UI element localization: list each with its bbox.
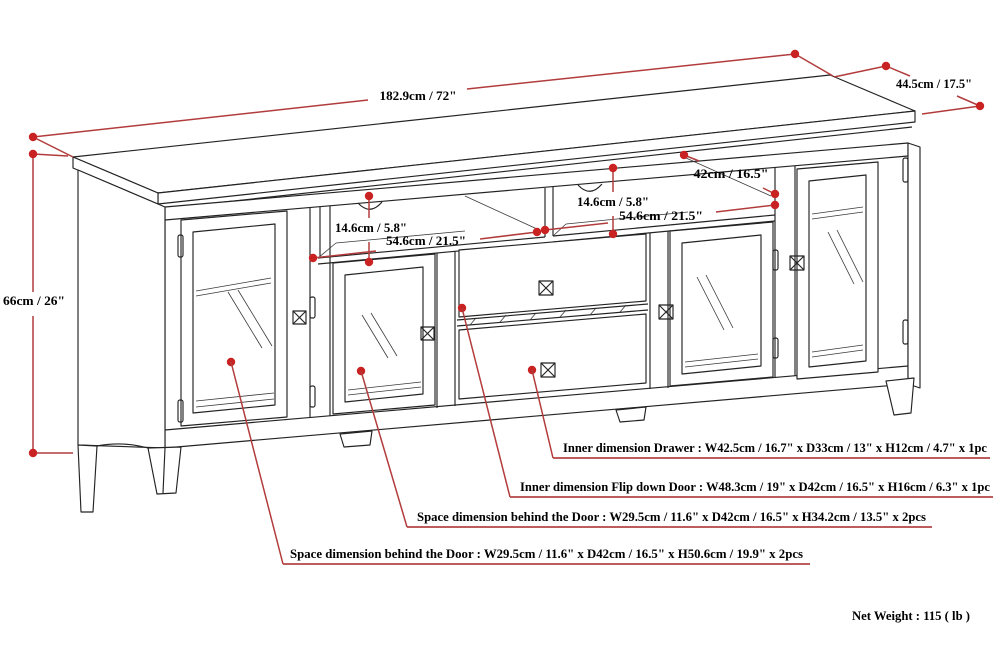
cable-cutout-left — [357, 201, 383, 210]
hinge-icon — [902, 157, 909, 183]
hinge-icon — [177, 399, 184, 423]
drawer-front — [458, 313, 647, 400]
knob-icon — [292, 310, 307, 325]
hinge-icon — [772, 249, 779, 271]
hinge-icon — [309, 385, 316, 408]
dimension-height — [28, 149, 73, 458]
labels: 182.9cm / 72" 44.5cm / 17.5" 66cm / 26" … — [3, 76, 990, 623]
hinge-icon — [309, 296, 316, 319]
knob-icon — [420, 326, 435, 341]
dimension-lines — [28, 49, 993, 565]
hinge-icon — [177, 234, 184, 258]
net-weight-label: Net Weight : 115 ( lb ) — [852, 608, 970, 623]
leader-lines — [226, 303, 993, 565]
label-shelf-height-right: 14.6cm / 5.8" — [577, 194, 649, 209]
top-slab — [72, 74, 916, 210]
cable-cutout-right — [577, 183, 603, 192]
hinge-icon — [772, 337, 779, 359]
knob-icon — [789, 255, 805, 271]
drawer-rail — [456, 303, 649, 327]
note-space-behind-inner-door: Space dimension behind the Door : W29.5c… — [417, 509, 926, 524]
note-space-behind-outer-door: Space dimension behind the Door : W29.5c… — [290, 546, 803, 561]
label-shelf-depth: 42cm / 16.5" — [694, 166, 769, 181]
cabinet-line-art — [72, 74, 921, 513]
note-drawer: Inner dimension Drawer : W42.5cm / 16.7"… — [563, 440, 987, 455]
knob-icon — [538, 280, 554, 296]
label-shelf-width-left: 54.6cm / 21.5" — [386, 233, 466, 248]
glass-door-center-right — [658, 221, 779, 387]
legs — [77, 377, 915, 513]
knob-icon — [658, 304, 674, 320]
label-shelf-height-left: 14.6cm / 5.8" — [335, 220, 407, 235]
dimension-shelf-right — [540, 150, 780, 239]
glass-door-right-outer — [789, 157, 909, 380]
glass-door-left-outer — [177, 210, 307, 427]
label-length: 182.9cm / 72" — [380, 88, 457, 103]
label-depth: 44.5cm / 17.5" — [896, 76, 972, 91]
dimension-depth — [833, 61, 985, 115]
flip-down-door — [458, 233, 647, 318]
hinge-icon — [902, 319, 909, 345]
note-flip-down-door: Inner dimension Flip down Door : W48.3cm… — [520, 479, 990, 494]
dimension-shelf-left — [308, 191, 542, 267]
dimension-length — [28, 49, 834, 158]
label-shelf-width-right: 54.6cm / 21.5" — [619, 208, 703, 223]
knob-icon — [540, 362, 556, 378]
label-height: 66cm / 26" — [3, 293, 65, 308]
